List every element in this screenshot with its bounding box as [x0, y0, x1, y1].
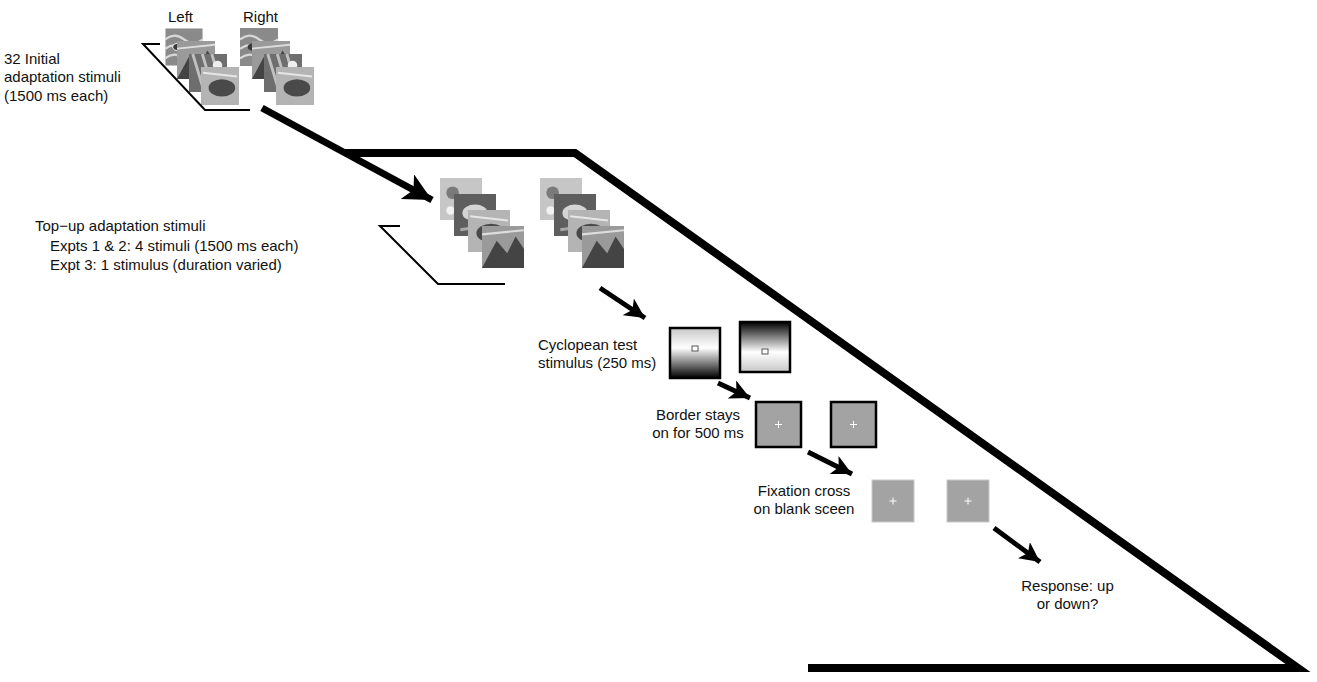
- stage-label: Cyclopean test stimulus (250 ms): [538, 336, 663, 373]
- fixation-mark: [762, 349, 768, 354]
- image-stack: [165, 28, 314, 105]
- stage-label: Border stays on for 500 ms: [648, 406, 748, 443]
- flow-arrow: [718, 383, 750, 398]
- stage-label: Fixation cross on blank sceen: [748, 482, 860, 519]
- stage-label: Response: up or down?: [1020, 577, 1115, 614]
- stage-label: Top−up adaptation stimuli: [35, 217, 206, 235]
- border-screen: [756, 402, 801, 447]
- test-stimulus: [670, 328, 720, 378]
- flow-arrow: [600, 288, 645, 318]
- stage-note: Expt 3: 1 stimulus (duration varied): [50, 256, 282, 274]
- repeat-loop: [345, 153, 1298, 668]
- fixation-mark: [692, 346, 698, 351]
- bracket: [380, 226, 505, 284]
- eye-label: Right: [243, 8, 278, 26]
- test-stimulus: [740, 322, 790, 372]
- stage-label: 32 Initial adaptation stimuli (1500 ms e…: [4, 50, 134, 105]
- blank-screen: [872, 480, 914, 522]
- border-screen: [831, 402, 876, 447]
- bracket: [143, 44, 250, 110]
- fixation-cross: [850, 421, 857, 428]
- adaptation-image: [482, 226, 524, 268]
- fixation-cross: [775, 421, 782, 428]
- image-stack: [440, 178, 624, 268]
- fixation-cross: [965, 498, 972, 505]
- adaptation-image: [582, 226, 624, 268]
- fixation-cross: [890, 498, 897, 505]
- stage-note: Expts 1 & 2: 4 stimuli (1500 ms each): [50, 237, 298, 255]
- flow-arrow: [994, 528, 1040, 562]
- adaptation-image: [276, 67, 314, 105]
- adaptation-image: [201, 67, 239, 105]
- flow-arrow: [808, 452, 852, 474]
- blank-screen: [947, 480, 989, 522]
- flow-arrow: [262, 108, 432, 200]
- eye-label: Left: [168, 8, 193, 26]
